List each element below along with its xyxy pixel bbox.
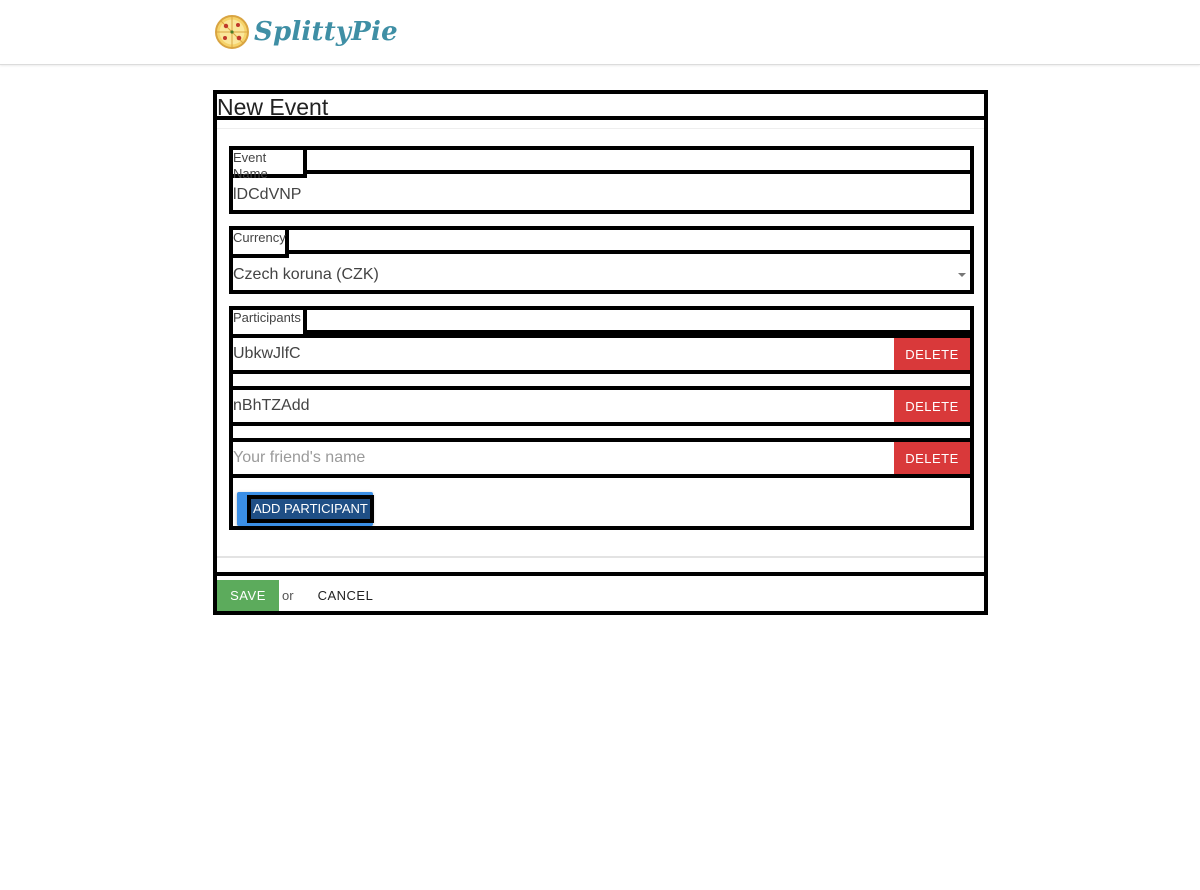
participant-row: Your friend's name DELETE (233, 438, 970, 478)
delete-participant-button[interactable]: DELETE (894, 442, 970, 474)
participant-name-input[interactable]: nBhTZAdd (233, 397, 310, 414)
or-text: or (282, 588, 294, 603)
add-participant-button[interactable]: ADD PARTICIPANT (237, 492, 374, 526)
participants-label-strip (233, 310, 970, 334)
new-event-form-card: New Event Event Name lDCdVNP Currency Cz… (213, 90, 988, 615)
page-title: New Event (217, 94, 329, 120)
participant-name-input[interactable]: UbkwJlfC (233, 345, 301, 362)
participants-group: Participants UbkwJlfC DELETE nBhTZAdd DE… (229, 306, 974, 530)
pizza-logo-icon (215, 15, 249, 49)
participant-row: UbkwJlfC DELETE (233, 334, 970, 374)
event-name-input[interactable]: lDCdVNP (233, 178, 970, 212)
currency-group: Currency Czech koruna (CZK) (229, 226, 974, 294)
logo-text: SplittyPie (254, 17, 398, 47)
event-name-label-strip (233, 150, 970, 174)
dropdown-caret-icon (958, 273, 966, 277)
currency-label: Currency (233, 230, 289, 258)
event-name-label: Event Name (233, 150, 307, 181)
currency-label-strip (233, 230, 970, 254)
form-inner (217, 128, 984, 558)
form-actions: SAVE or CANCEL (217, 580, 984, 611)
currency-select[interactable]: Czech koruna (CZK) (233, 258, 970, 292)
event-name-group: Event Name lDCdVNP (229, 146, 974, 214)
form-content: Event Name lDCdVNP Currency Czech koruna… (217, 120, 984, 576)
add-participant-label: ADD PARTICIPANT (247, 495, 374, 523)
save-button[interactable]: SAVE (217, 580, 279, 611)
card-header: New Event (217, 94, 984, 120)
participant-row: nBhTZAdd DELETE (233, 386, 970, 426)
cancel-button[interactable]: CANCEL (317, 588, 374, 603)
top-navbar: SplittyPie (0, 0, 1200, 65)
event-name-value: lDCdVNP (233, 186, 302, 203)
participant-name-input[interactable]: Your friend's name (233, 449, 366, 466)
delete-participant-button[interactable]: DELETE (894, 338, 970, 370)
app-logo[interactable]: SplittyPie (214, 14, 398, 50)
currency-selected-value: Czech koruna (CZK) (233, 266, 379, 283)
delete-participant-button[interactable]: DELETE (894, 390, 970, 422)
